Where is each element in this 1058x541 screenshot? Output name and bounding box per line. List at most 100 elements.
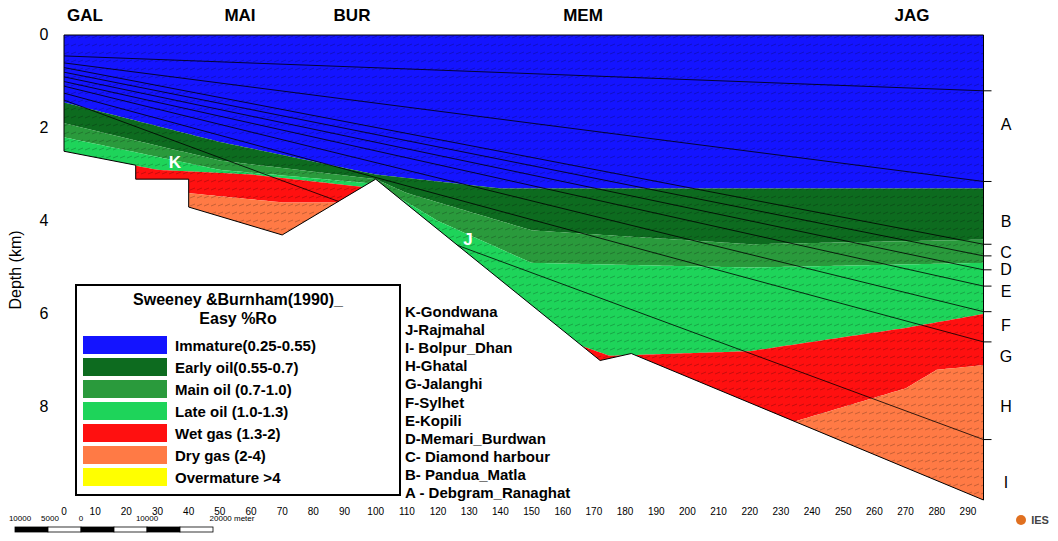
scale-bar <box>81 527 114 532</box>
distance-tick-label: 10 <box>90 506 101 517</box>
formation-letter: B <box>1001 213 1012 231</box>
legend-box: Sweeney &Burnham(1990)_ Easy %RoImmature… <box>75 284 401 496</box>
formation-name: I- Bolpur_Dhan <box>405 340 513 357</box>
legend-text: Overmature >4 <box>175 469 280 486</box>
boundary-tick <box>984 255 992 256</box>
scale-label: 0 <box>79 515 83 524</box>
formation-name: G-Jalanghi <box>405 376 483 393</box>
distance-tick-label: 80 <box>308 506 319 517</box>
legend-text: Wet gas (1.3-2) <box>175 425 281 442</box>
formation-name: J-Rajmahal <box>405 322 485 339</box>
legend-swatch <box>83 424 167 442</box>
formation-name: D-Memari_Burdwan <box>405 430 546 447</box>
distance-tick-label: 250 <box>835 506 852 517</box>
distance-tick-label: 130 <box>461 506 478 517</box>
legend-entry: Early oil(0.55-0.7) <box>83 356 393 378</box>
scale-label: 10000 <box>9 515 31 524</box>
legend-swatch <box>83 380 167 398</box>
formation-boundary <box>64 56 984 91</box>
legend-entry: Late oil (1.0-1.3) <box>83 400 393 422</box>
formation-letter: C <box>1000 244 1012 262</box>
distance-tick-label: 280 <box>928 506 945 517</box>
boundary-tick <box>984 181 992 182</box>
formation-letter: F <box>1001 317 1011 335</box>
boundary-tick <box>984 244 992 245</box>
formation-name: H-Ghatal <box>405 358 468 375</box>
distance-tick-label: 180 <box>617 506 634 517</box>
axis-title: Depth (km) <box>7 230 25 309</box>
scale-bar <box>180 527 213 532</box>
boundary-tick <box>984 439 992 440</box>
scale-bar <box>147 527 180 532</box>
distance-tick-label: 200 <box>679 506 696 517</box>
legend-swatch <box>83 402 167 420</box>
distance-tick-label: 70 <box>277 506 288 517</box>
distance-tick-label: 0 <box>61 506 67 517</box>
location-label: MEM <box>563 7 603 26</box>
scale-label: 20000 meter <box>210 515 255 524</box>
logo-text: IES <box>1031 514 1049 526</box>
formation-boundary <box>64 77 984 270</box>
formation-letter: A <box>1001 116 1012 134</box>
formation-letter: D <box>1000 261 1012 279</box>
formation-boundary <box>64 93 984 342</box>
legend-entry: Overmature >4 <box>83 466 393 488</box>
formation-boundary <box>64 72 984 256</box>
formation-label: K <box>169 154 181 173</box>
distance-tick-label: 230 <box>773 506 790 517</box>
formation-letter: H <box>1000 398 1012 416</box>
formation-name: K-Gondwana <box>405 304 498 321</box>
location-label: BUR <box>334 7 371 26</box>
boundary-tick <box>984 90 992 91</box>
distance-tick-label: 90 <box>339 506 350 517</box>
distance-tick-label: 150 <box>523 506 540 517</box>
distance-tick-label: 210 <box>710 506 727 517</box>
distance-tick-label: 260 <box>866 506 883 517</box>
boundary-tick <box>984 269 992 270</box>
depth-tick-label: 2 <box>40 119 49 137</box>
formation-name: A - Debgram_Ranaghat <box>405 485 570 502</box>
formation-letter: G <box>1000 348 1012 366</box>
formation-boundary <box>64 82 984 287</box>
distance-tick-label: 170 <box>586 506 603 517</box>
depth-tick-label: 0 <box>40 26 49 44</box>
depth-tick-label: 4 <box>40 212 49 230</box>
formation-name: C- Diamond harbour <box>405 449 550 466</box>
legend-swatch <box>83 358 167 376</box>
distance-tick-label: 190 <box>648 506 665 517</box>
formation-letter: E <box>1001 283 1012 301</box>
distance-tick-label: 110 <box>399 506 415 517</box>
boundary-tick <box>984 341 992 342</box>
distance-tick-label: 120 <box>430 506 447 517</box>
formation-name: B- Pandua_Matla <box>405 467 526 484</box>
distance-tick-label: 160 <box>554 506 571 517</box>
distance-tick-label: 290 <box>960 506 977 517</box>
legend-entry: Wet gas (1.3-2) <box>83 422 393 444</box>
scale-bar <box>48 527 81 532</box>
formation-letter: I <box>1004 474 1008 492</box>
distance-tick-label: 40 <box>183 506 194 517</box>
location-label: MAI <box>224 7 255 26</box>
legend-text: Early oil(0.55-0.7) <box>175 359 298 376</box>
logo-mark <box>1016 515 1026 525</box>
legend-entry: Main oil (0.7-1.0) <box>83 378 393 400</box>
section-outline <box>64 35 984 500</box>
location-label: JAG <box>895 7 930 26</box>
distance-tick-label: 240 <box>804 506 821 517</box>
scale-label: 10000 <box>136 515 158 524</box>
depth-tick-label: 8 <box>40 398 49 416</box>
scale-bar <box>15 527 48 532</box>
legend-text: Dry gas (2-4) <box>175 447 266 464</box>
distance-tick-label: 140 <box>492 506 509 517</box>
legend-swatch <box>83 446 167 464</box>
formation-name: E-Kopili <box>405 412 462 429</box>
distance-tick-label: 220 <box>741 506 758 517</box>
boundary-tick <box>984 311 992 312</box>
formation-boundary <box>64 100 984 439</box>
legend-text: Main oil (0.7-1.0) <box>175 381 292 398</box>
distance-tick-label: 270 <box>897 506 914 517</box>
location-label: GAL <box>67 7 103 26</box>
depth-tick-label: 6 <box>40 305 49 323</box>
legend-text: Late oil (1.0-1.3) <box>175 403 288 420</box>
